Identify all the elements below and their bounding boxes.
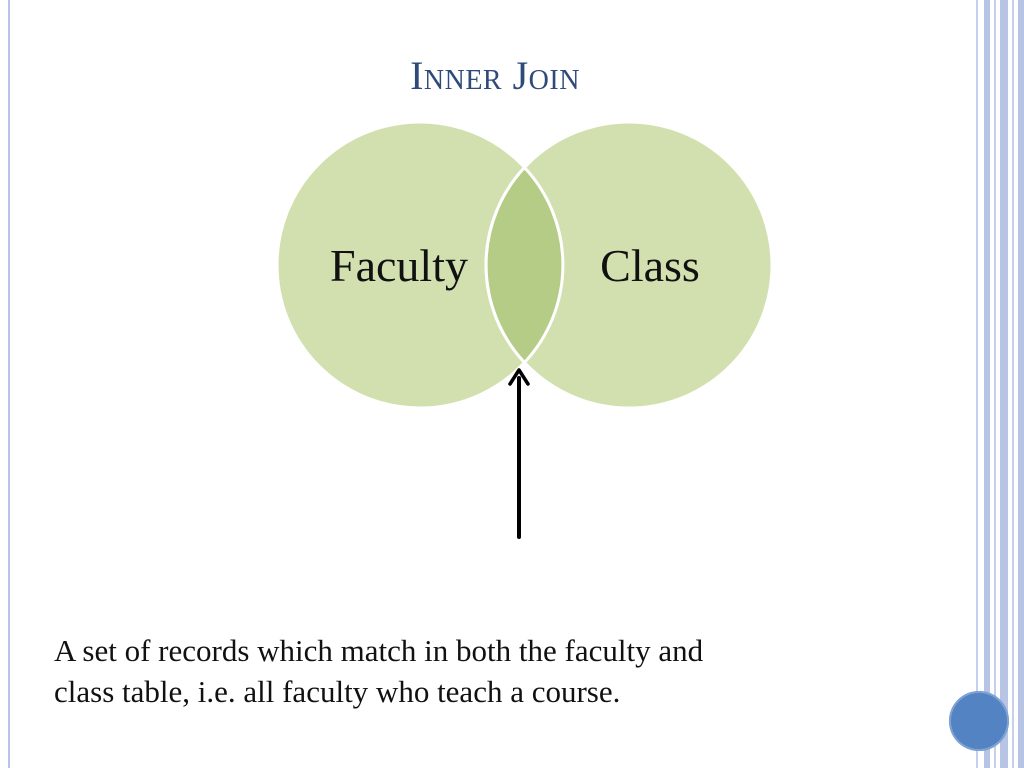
overlap-outline (484, 166, 565, 365)
slide-title: Inner Join (410, 53, 580, 98)
caption-text: A set of records which match in both the… (54, 630, 934, 712)
right-decorative-stripes (976, 0, 1024, 768)
faculty-label: Faculty (330, 240, 468, 291)
class-label: Class (600, 240, 700, 291)
left-border-line (8, 0, 10, 768)
caption-line-2: class table, i.e. all faculty who teach … (54, 674, 621, 709)
pointer-arrowhead (508, 368, 530, 386)
corner-circle-decoration (949, 691, 1009, 751)
caption-line-1: A set of records which match in both the… (54, 633, 704, 668)
